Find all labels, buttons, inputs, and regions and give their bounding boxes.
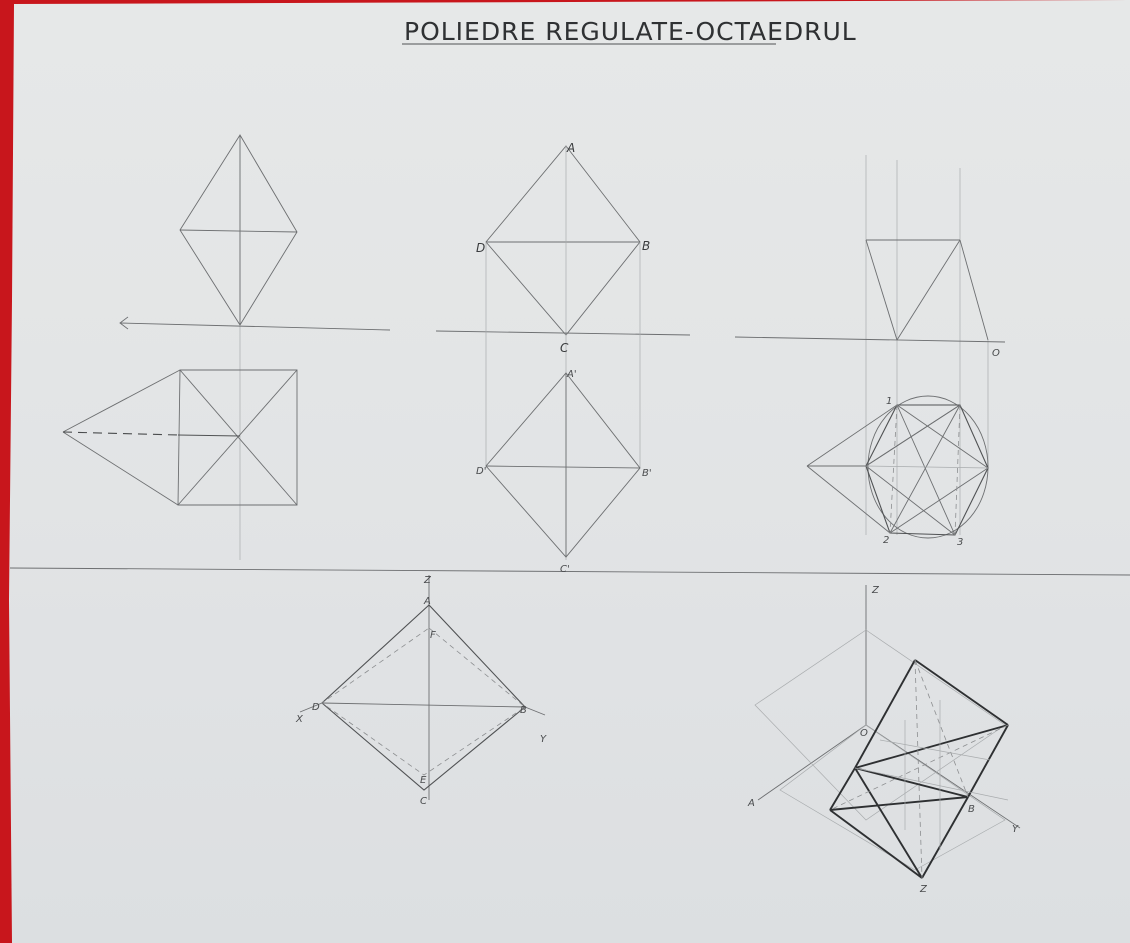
right-hidden-line-1 bbox=[889, 404, 898, 534]
right-star-line-6 bbox=[889, 467, 989, 534]
axo-right-hidden-3 bbox=[829, 724, 1009, 811]
right-star-line-7 bbox=[865, 465, 989, 469]
right-side-edge-upper bbox=[806, 404, 898, 467]
center-plan-horizontal bbox=[485, 465, 641, 469]
right-side-edge-lower bbox=[806, 465, 891, 534]
center-projection-view: A D B C A' D' B' C' bbox=[435, 141, 691, 575]
axo-left-label-b: B bbox=[520, 705, 527, 716]
left-rhombus-horizontal-diagonal bbox=[179, 229, 298, 233]
axo-right-edge-8 bbox=[921, 796, 969, 879]
left-visible-edge bbox=[177, 434, 241, 437]
center-label-c-prime: C' bbox=[560, 564, 570, 575]
sheet-divider-line bbox=[9, 567, 1130, 576]
center-label-b: B bbox=[642, 239, 650, 253]
right-label-1: 1 bbox=[886, 396, 892, 407]
axo-left-horizontal-axis bbox=[321, 702, 526, 708]
center-front-rhombus bbox=[485, 145, 641, 336]
axo-right-hidden-1 bbox=[914, 659, 969, 798]
left-ground-arrow bbox=[119, 316, 129, 330]
center-ground-line bbox=[435, 330, 691, 336]
axo-right-edge-4 bbox=[829, 767, 856, 811]
axo-right-edge-5 bbox=[854, 767, 969, 798]
center-label-d-prime: D' bbox=[476, 466, 486, 477]
axo-right-lower-plane bbox=[779, 724, 1006, 871]
axo-right-x-axis bbox=[757, 724, 867, 801]
axonometric-right-view: Z A Y O B Z bbox=[747, 585, 1021, 895]
axo-right-edge-10 bbox=[854, 767, 923, 879]
axo-left-x-axis-extension bbox=[299, 702, 323, 713]
right-outer-edge bbox=[959, 239, 989, 341]
axonometric-left-view: Z A F D B E C X Y bbox=[295, 575, 547, 807]
right-hidden-line-2 bbox=[954, 404, 961, 536]
right-star-line-8 bbox=[865, 404, 961, 467]
axo-right-edge-6 bbox=[829, 796, 969, 811]
right-star-line-2 bbox=[896, 404, 956, 536]
right-label-2: 2 bbox=[883, 535, 889, 546]
axo-right-label-bottom: Z bbox=[919, 884, 928, 895]
axo-right-upper-plane bbox=[754, 629, 1006, 821]
right-star-line-5 bbox=[865, 465, 956, 536]
left-side-edge-upper bbox=[62, 369, 181, 433]
left-projection-view bbox=[62, 134, 391, 560]
axo-right-construction-1 bbox=[854, 767, 1009, 801]
left-ground-line bbox=[119, 322, 391, 331]
axo-right-construction-4 bbox=[879, 739, 991, 761]
axo-left-outer-rhombus bbox=[321, 604, 526, 791]
axo-left-label-f: F bbox=[430, 630, 436, 641]
left-side-edge-lower bbox=[62, 431, 179, 506]
axo-right-edge-3 bbox=[854, 724, 1009, 769]
axo-left-label-c: C bbox=[420, 796, 427, 807]
axo-right-edge-1 bbox=[914, 659, 1009, 726]
center-label-a-prime: A' bbox=[566, 369, 577, 380]
axo-right-hidden-2 bbox=[914, 659, 923, 879]
axo-right-label-z: Z bbox=[871, 585, 880, 596]
axo-left-inner-rhombus bbox=[321, 627, 526, 776]
axo-right-edge-2 bbox=[854, 659, 916, 769]
axo-left-label-y: Y bbox=[540, 734, 547, 745]
right-label-3: 3 bbox=[957, 537, 963, 548]
right-left-edge bbox=[865, 239, 898, 341]
axo-right-label-y: Y bbox=[1012, 824, 1019, 835]
left-plan-diagonal-1 bbox=[179, 369, 298, 506]
center-label-a: A bbox=[566, 141, 575, 155]
right-ground-line bbox=[734, 336, 1006, 343]
center-label-c: C bbox=[560, 341, 569, 355]
right-projection-view: O 1 2 3 bbox=[734, 155, 1006, 548]
right-diagonal-edge bbox=[896, 239, 961, 341]
axo-left-label-a: A bbox=[423, 596, 431, 607]
axo-left-label-e: E bbox=[420, 775, 427, 786]
left-hidden-edge bbox=[62, 431, 179, 436]
center-plan-rhombus bbox=[485, 372, 641, 558]
axo-left-label-z: Z bbox=[423, 575, 432, 586]
left-plan-diagonal-2 bbox=[177, 369, 298, 506]
axo-left-label-d: D bbox=[312, 702, 320, 713]
axo-right-label-a: A bbox=[747, 798, 755, 809]
center-label-b-prime: B' bbox=[642, 468, 652, 479]
axo-right-label-b: B bbox=[968, 804, 975, 815]
axo-right-label-o: O bbox=[860, 728, 868, 739]
sheet-title: POLIEDRE REGULATE-OCTAEDRUL bbox=[404, 17, 857, 46]
center-label-d: D bbox=[476, 241, 485, 255]
axo-right-edge-9 bbox=[967, 724, 1009, 798]
axo-left-y-axis-extension bbox=[524, 706, 546, 716]
axo-left-label-x: X bbox=[295, 714, 304, 725]
right-label-origin: O bbox=[992, 348, 1000, 359]
right-star-line-4 bbox=[889, 404, 961, 534]
axo-right-edge-7 bbox=[829, 809, 923, 879]
right-plan-hexagon bbox=[865, 404, 989, 536]
